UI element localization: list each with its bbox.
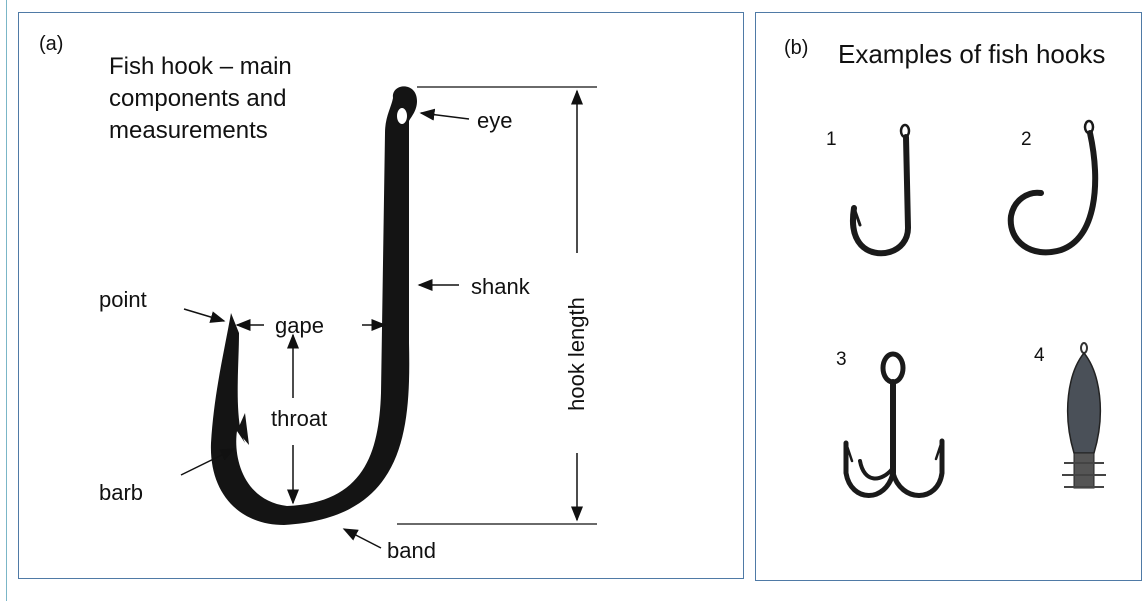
label-point: point <box>99 287 147 312</box>
panel-b-label: (b) <box>784 37 809 59</box>
panel-b: (b) Examples of fish hooks 1 2 3 4 <box>755 12 1142 581</box>
example-hook-2-image <box>1007 119 1099 256</box>
panel-b-title: Examples of fish hooks <box>838 39 1106 69</box>
hook-diagram <box>180 86 597 549</box>
barb-arrow <box>180 448 236 476</box>
label-eye: eye <box>477 108 513 133</box>
label-throat: throat <box>271 406 328 431</box>
example-number-4: 4 <box>1034 345 1045 366</box>
label-barb: barb <box>99 480 144 505</box>
point-arrow <box>183 308 226 323</box>
panel-a-title: Fish hook – main components and measurem… <box>109 53 292 144</box>
example-number-2: 2 <box>1021 129 1032 150</box>
label-gape: gape <box>275 313 324 338</box>
example-hook-3-image <box>843 351 945 498</box>
barb-shape <box>237 413 249 445</box>
example-hooks <box>843 119 1106 498</box>
left-edge-line <box>6 0 7 601</box>
panel-a-label: (a) <box>39 33 64 55</box>
example-number-3: 3 <box>836 349 847 370</box>
label-hook-length: hook length <box>564 297 589 411</box>
hook-eye-hole <box>397 108 407 124</box>
label-band: band <box>387 538 436 563</box>
example-number-1: 1 <box>826 129 837 150</box>
eye-arrow <box>419 108 470 121</box>
example-hook-1-image <box>849 123 912 257</box>
example-hook-4-image <box>1062 342 1106 489</box>
hook-shape <box>210 86 417 525</box>
label-shank: shank <box>471 274 530 299</box>
band-arrow <box>342 528 382 549</box>
panel-a: (a) Fish hook – main components and meas… <box>18 12 744 579</box>
